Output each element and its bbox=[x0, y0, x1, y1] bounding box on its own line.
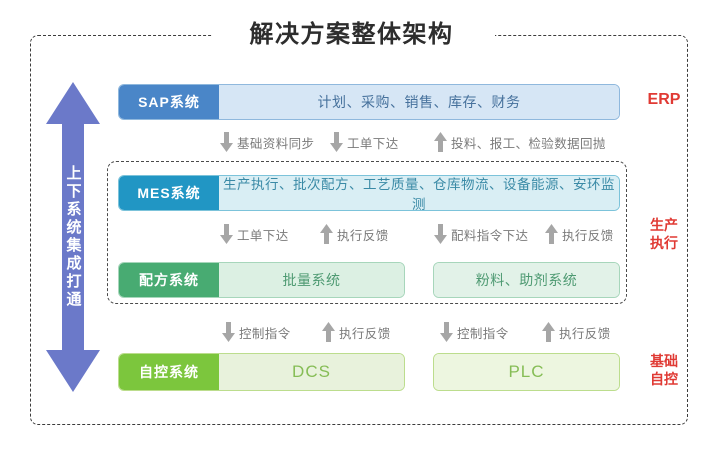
mes-modules: 生产执行、批次配方、工艺质量、仓库物流、设备能源、安环监测 bbox=[219, 176, 619, 210]
side-label-production: 生产 执行 bbox=[636, 217, 692, 252]
side-label-base-line2: 自控 bbox=[650, 370, 678, 387]
page-title: 解决方案整体架构 bbox=[249, 21, 454, 48]
arrow-label: 执行反馈 bbox=[559, 326, 611, 341]
arrow-down-icon bbox=[220, 132, 233, 152]
arrow-up-icon bbox=[434, 132, 447, 152]
arrow-label: 投料、报工、检验数据回抛 bbox=[451, 136, 606, 151]
arrow-label: 配料指令下达 bbox=[451, 228, 529, 243]
arrow-up-icon bbox=[545, 224, 558, 244]
batch-system-body: 批量系统 bbox=[219, 263, 404, 297]
arrow-basic-data-sync: 基础资料同步 bbox=[220, 132, 314, 152]
arrow-down-icon bbox=[220, 224, 233, 244]
sap-modules: 计划、采购、销售、库存、财务 bbox=[219, 85, 619, 119]
arrow-exec-feedback-3: 执行反馈 bbox=[322, 322, 391, 342]
arrow-label: 工单下达 bbox=[347, 136, 399, 151]
arrow-work-order-issue-1: 工单下达 bbox=[330, 132, 399, 152]
side-label-base-automation: 基础 自控 bbox=[636, 353, 692, 388]
arrow-feeding-reporting-inspection: 投料、报工、检验数据回抛 bbox=[434, 132, 606, 152]
integration-arrow: 上下系统集成打通 bbox=[46, 82, 100, 392]
arrow-down-icon bbox=[222, 322, 235, 342]
side-label-production-line2: 执行 bbox=[650, 234, 678, 251]
arrow-exec-feedback-4: 执行反馈 bbox=[542, 322, 611, 342]
recipe-system-label: 配方系统 bbox=[119, 263, 219, 297]
row-sap[interactable]: SAP系统 计划、采购、销售、库存、财务 bbox=[118, 84, 620, 120]
row-recipe-system[interactable]: 配方系统 批量系统 bbox=[118, 262, 405, 298]
arrow-label: 执行反馈 bbox=[339, 326, 391, 341]
row-powder-additive-system[interactable]: 粉料、助剂系统 bbox=[433, 262, 620, 298]
arrow-up-icon bbox=[322, 322, 335, 342]
mes-group-dashed-frame bbox=[107, 161, 627, 304]
arrow-label: 执行反馈 bbox=[337, 228, 389, 243]
automation-system-label: 自控系统 bbox=[119, 354, 219, 390]
side-label-erp: ERP bbox=[647, 91, 681, 108]
side-label-base-line1: 基础 bbox=[650, 353, 678, 369]
arrow-control-command-2: 控制指令 bbox=[440, 322, 509, 342]
row-plc[interactable]: PLC bbox=[433, 353, 620, 391]
arrow-work-order-issue-2: 工单下达 bbox=[220, 224, 289, 244]
arrow-control-command-1: 控制指令 bbox=[222, 322, 291, 342]
arrow-label: 执行反馈 bbox=[562, 228, 614, 243]
arrow-batching-command-issue: 配料指令下达 bbox=[434, 224, 528, 244]
side-label-production-line1: 生产 bbox=[650, 217, 678, 233]
arrow-exec-feedback-2: 执行反馈 bbox=[545, 224, 614, 244]
arrow-up-icon bbox=[542, 322, 555, 342]
arrow-label: 工单下达 bbox=[237, 228, 289, 243]
dcs-body: DCS bbox=[219, 354, 404, 390]
arrow-down-icon bbox=[330, 132, 343, 152]
arrow-down-icon bbox=[434, 224, 447, 244]
row-automation-system[interactable]: 自控系统 DCS bbox=[118, 353, 405, 391]
powder-additive-system-body: 粉料、助剂系统 bbox=[434, 263, 619, 297]
plc-body: PLC bbox=[434, 354, 619, 390]
arrow-label: 控制指令 bbox=[239, 326, 291, 341]
arrow-up-icon bbox=[320, 224, 333, 244]
title-border-gap bbox=[212, 25, 495, 49]
row-mes[interactable]: MES系统 生产执行、批次配方、工艺质量、仓库物流、设备能源、安环监测 bbox=[118, 175, 620, 211]
arrow-exec-feedback-1: 执行反馈 bbox=[320, 224, 389, 244]
mes-system-label: MES系统 bbox=[119, 176, 219, 210]
double-arrow-icon bbox=[46, 82, 100, 392]
sap-system-label: SAP系统 bbox=[119, 85, 219, 119]
arrow-down-icon bbox=[440, 322, 453, 342]
arrow-label: 控制指令 bbox=[457, 326, 509, 341]
arrow-label: 基础资料同步 bbox=[237, 136, 315, 151]
